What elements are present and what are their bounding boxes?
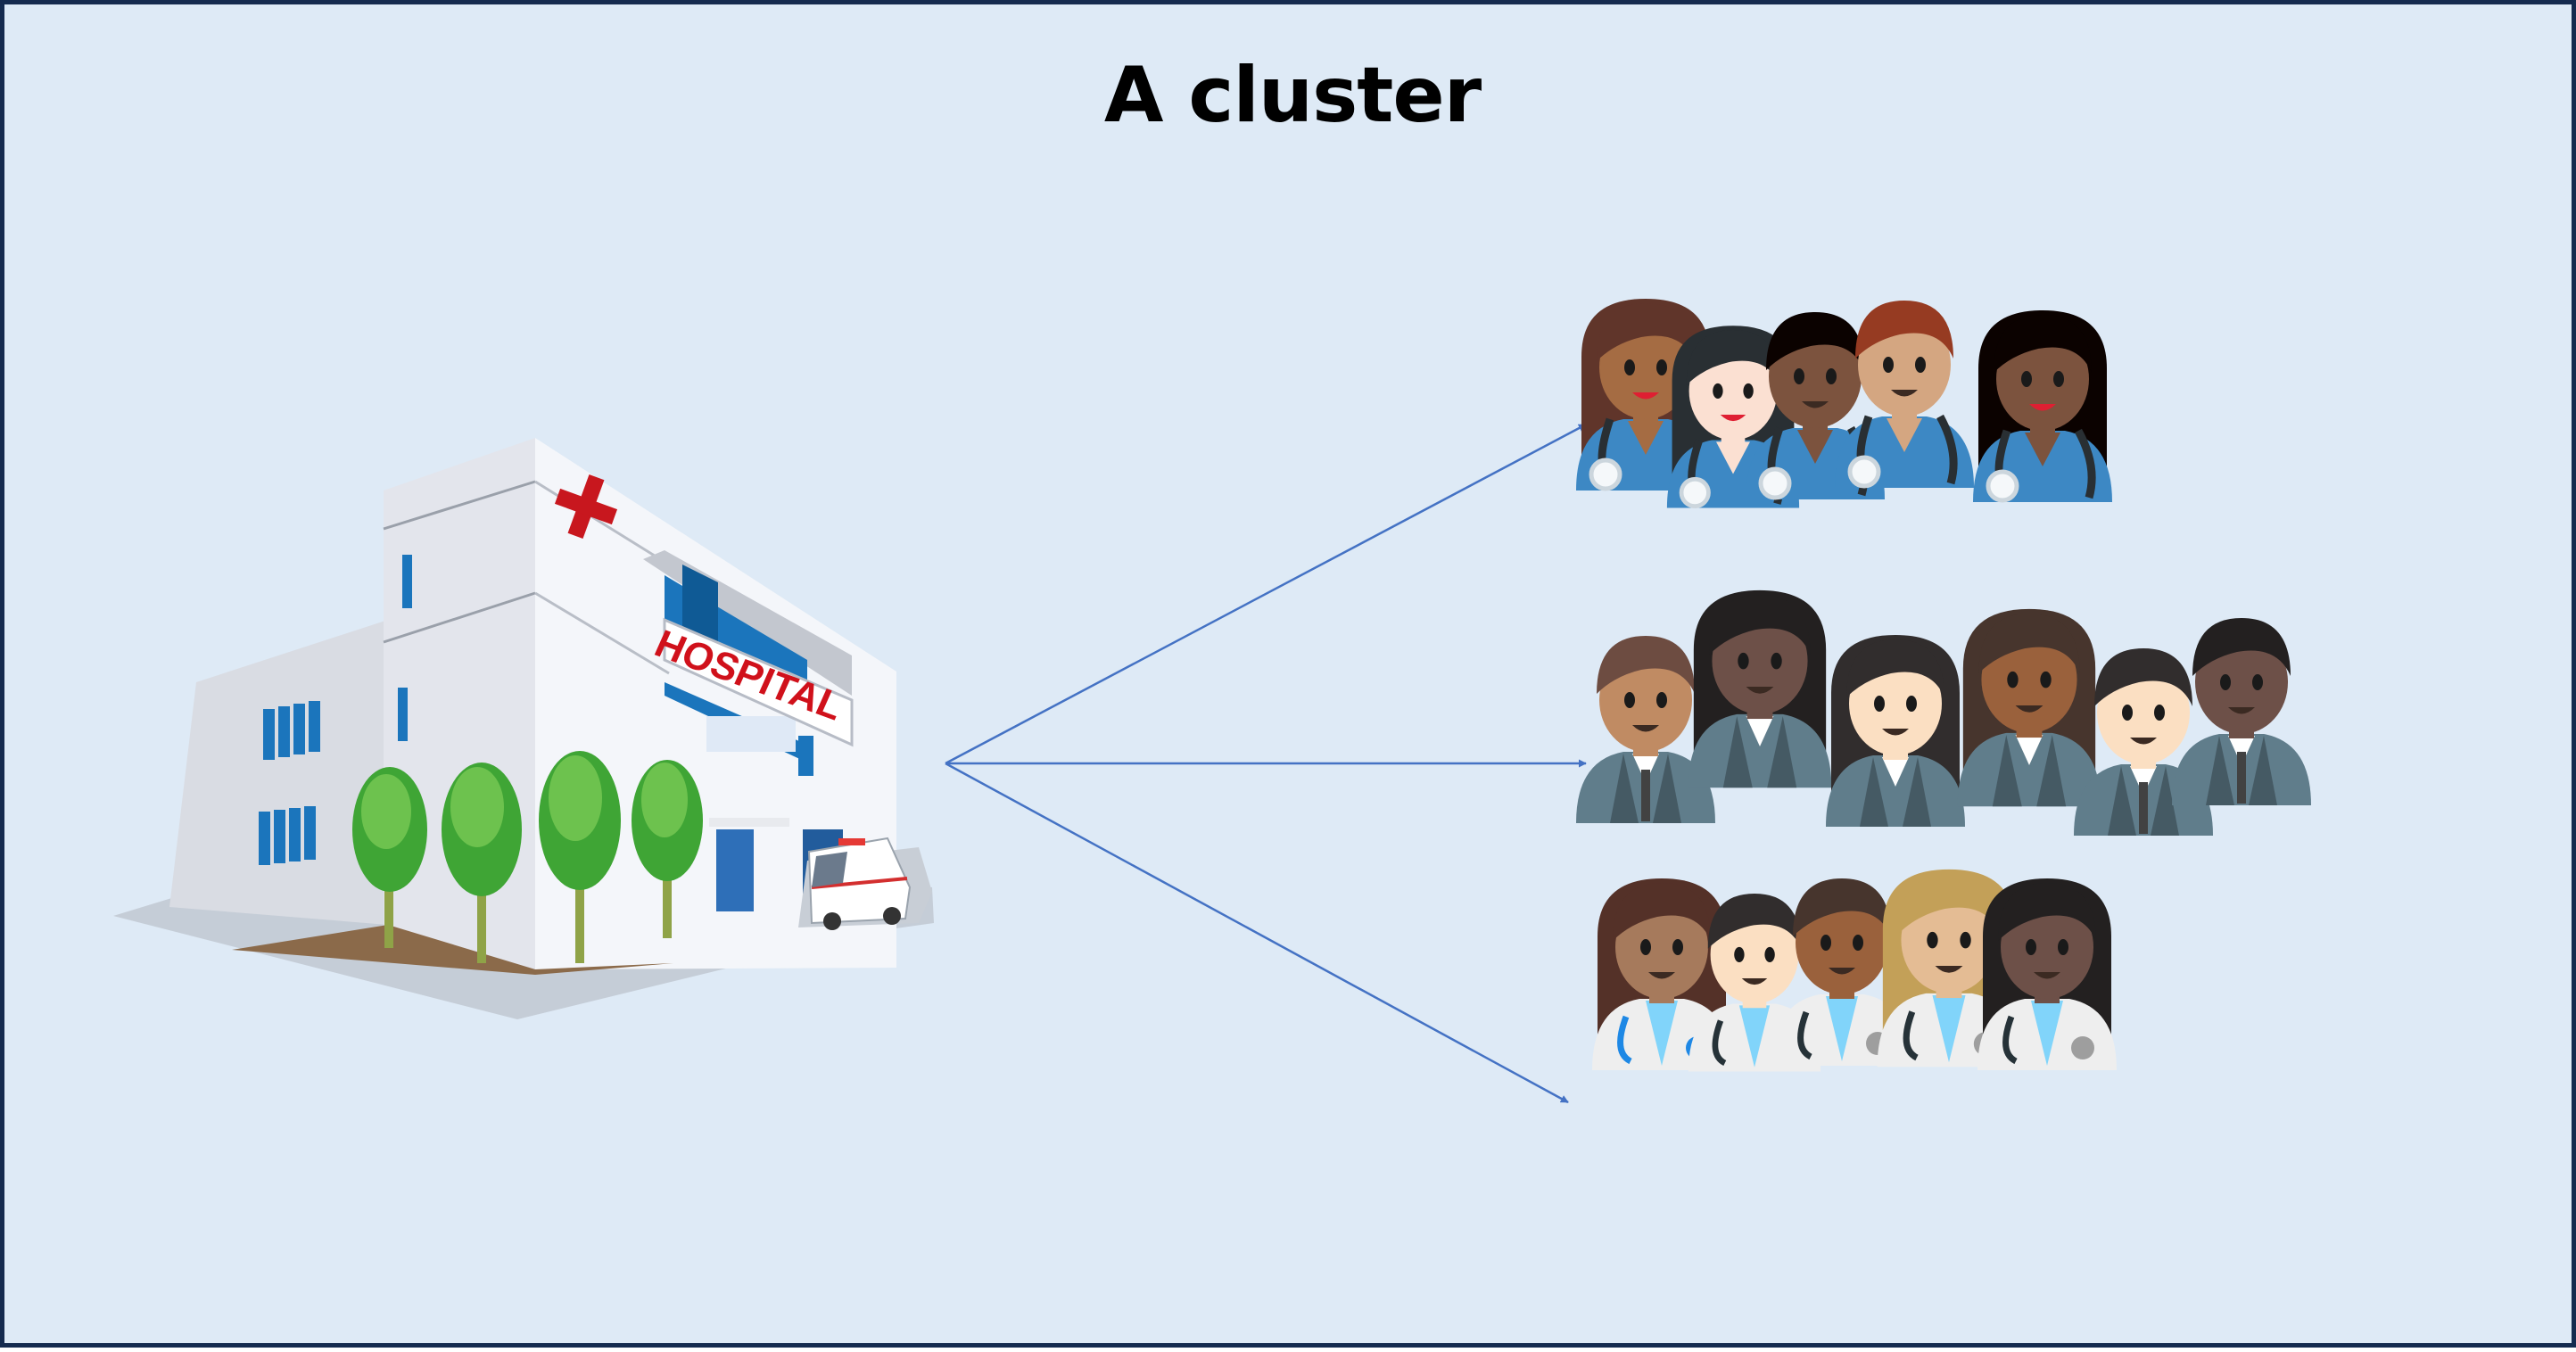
tree-icon [442, 763, 522, 963]
people-groups-layer [1576, 299, 2311, 1072]
health-worker-scrubs-icon [1835, 301, 1974, 489]
tree-icon [632, 760, 703, 938]
health-worker-scrubs-icon [1973, 310, 2112, 503]
doctor-white-coat-icon [1772, 878, 1911, 1066]
group-2 [1576, 589, 2311, 836]
group-1 [1576, 299, 2112, 508]
office-worker-icon [1576, 636, 1715, 823]
hospital-building-icon: HOSPITAL [113, 438, 934, 1019]
office-worker-icon [2074, 648, 2213, 836]
hospital-illustration: HOSPITAL [113, 438, 934, 1019]
office-worker-icon [1957, 608, 2101, 807]
group-3 [1592, 869, 2117, 1072]
arrows-layer [945, 423, 1587, 1104]
office-worker-icon [1826, 635, 1965, 827]
arrow-to-group-1 [945, 423, 1587, 765]
red-cross-icon [554, 474, 618, 539]
slide-title: A cluster [1103, 51, 1482, 140]
arrow-to-group-3 [945, 762, 1569, 1104]
ambulance-icon [798, 837, 932, 930]
doctor-white-coat-icon [1977, 878, 2117, 1070]
office-worker-icon [2172, 618, 2311, 805]
office-worker-icon [1688, 589, 1832, 788]
tree-icon [539, 751, 621, 963]
trees [352, 751, 703, 963]
tree-icon [352, 767, 427, 948]
